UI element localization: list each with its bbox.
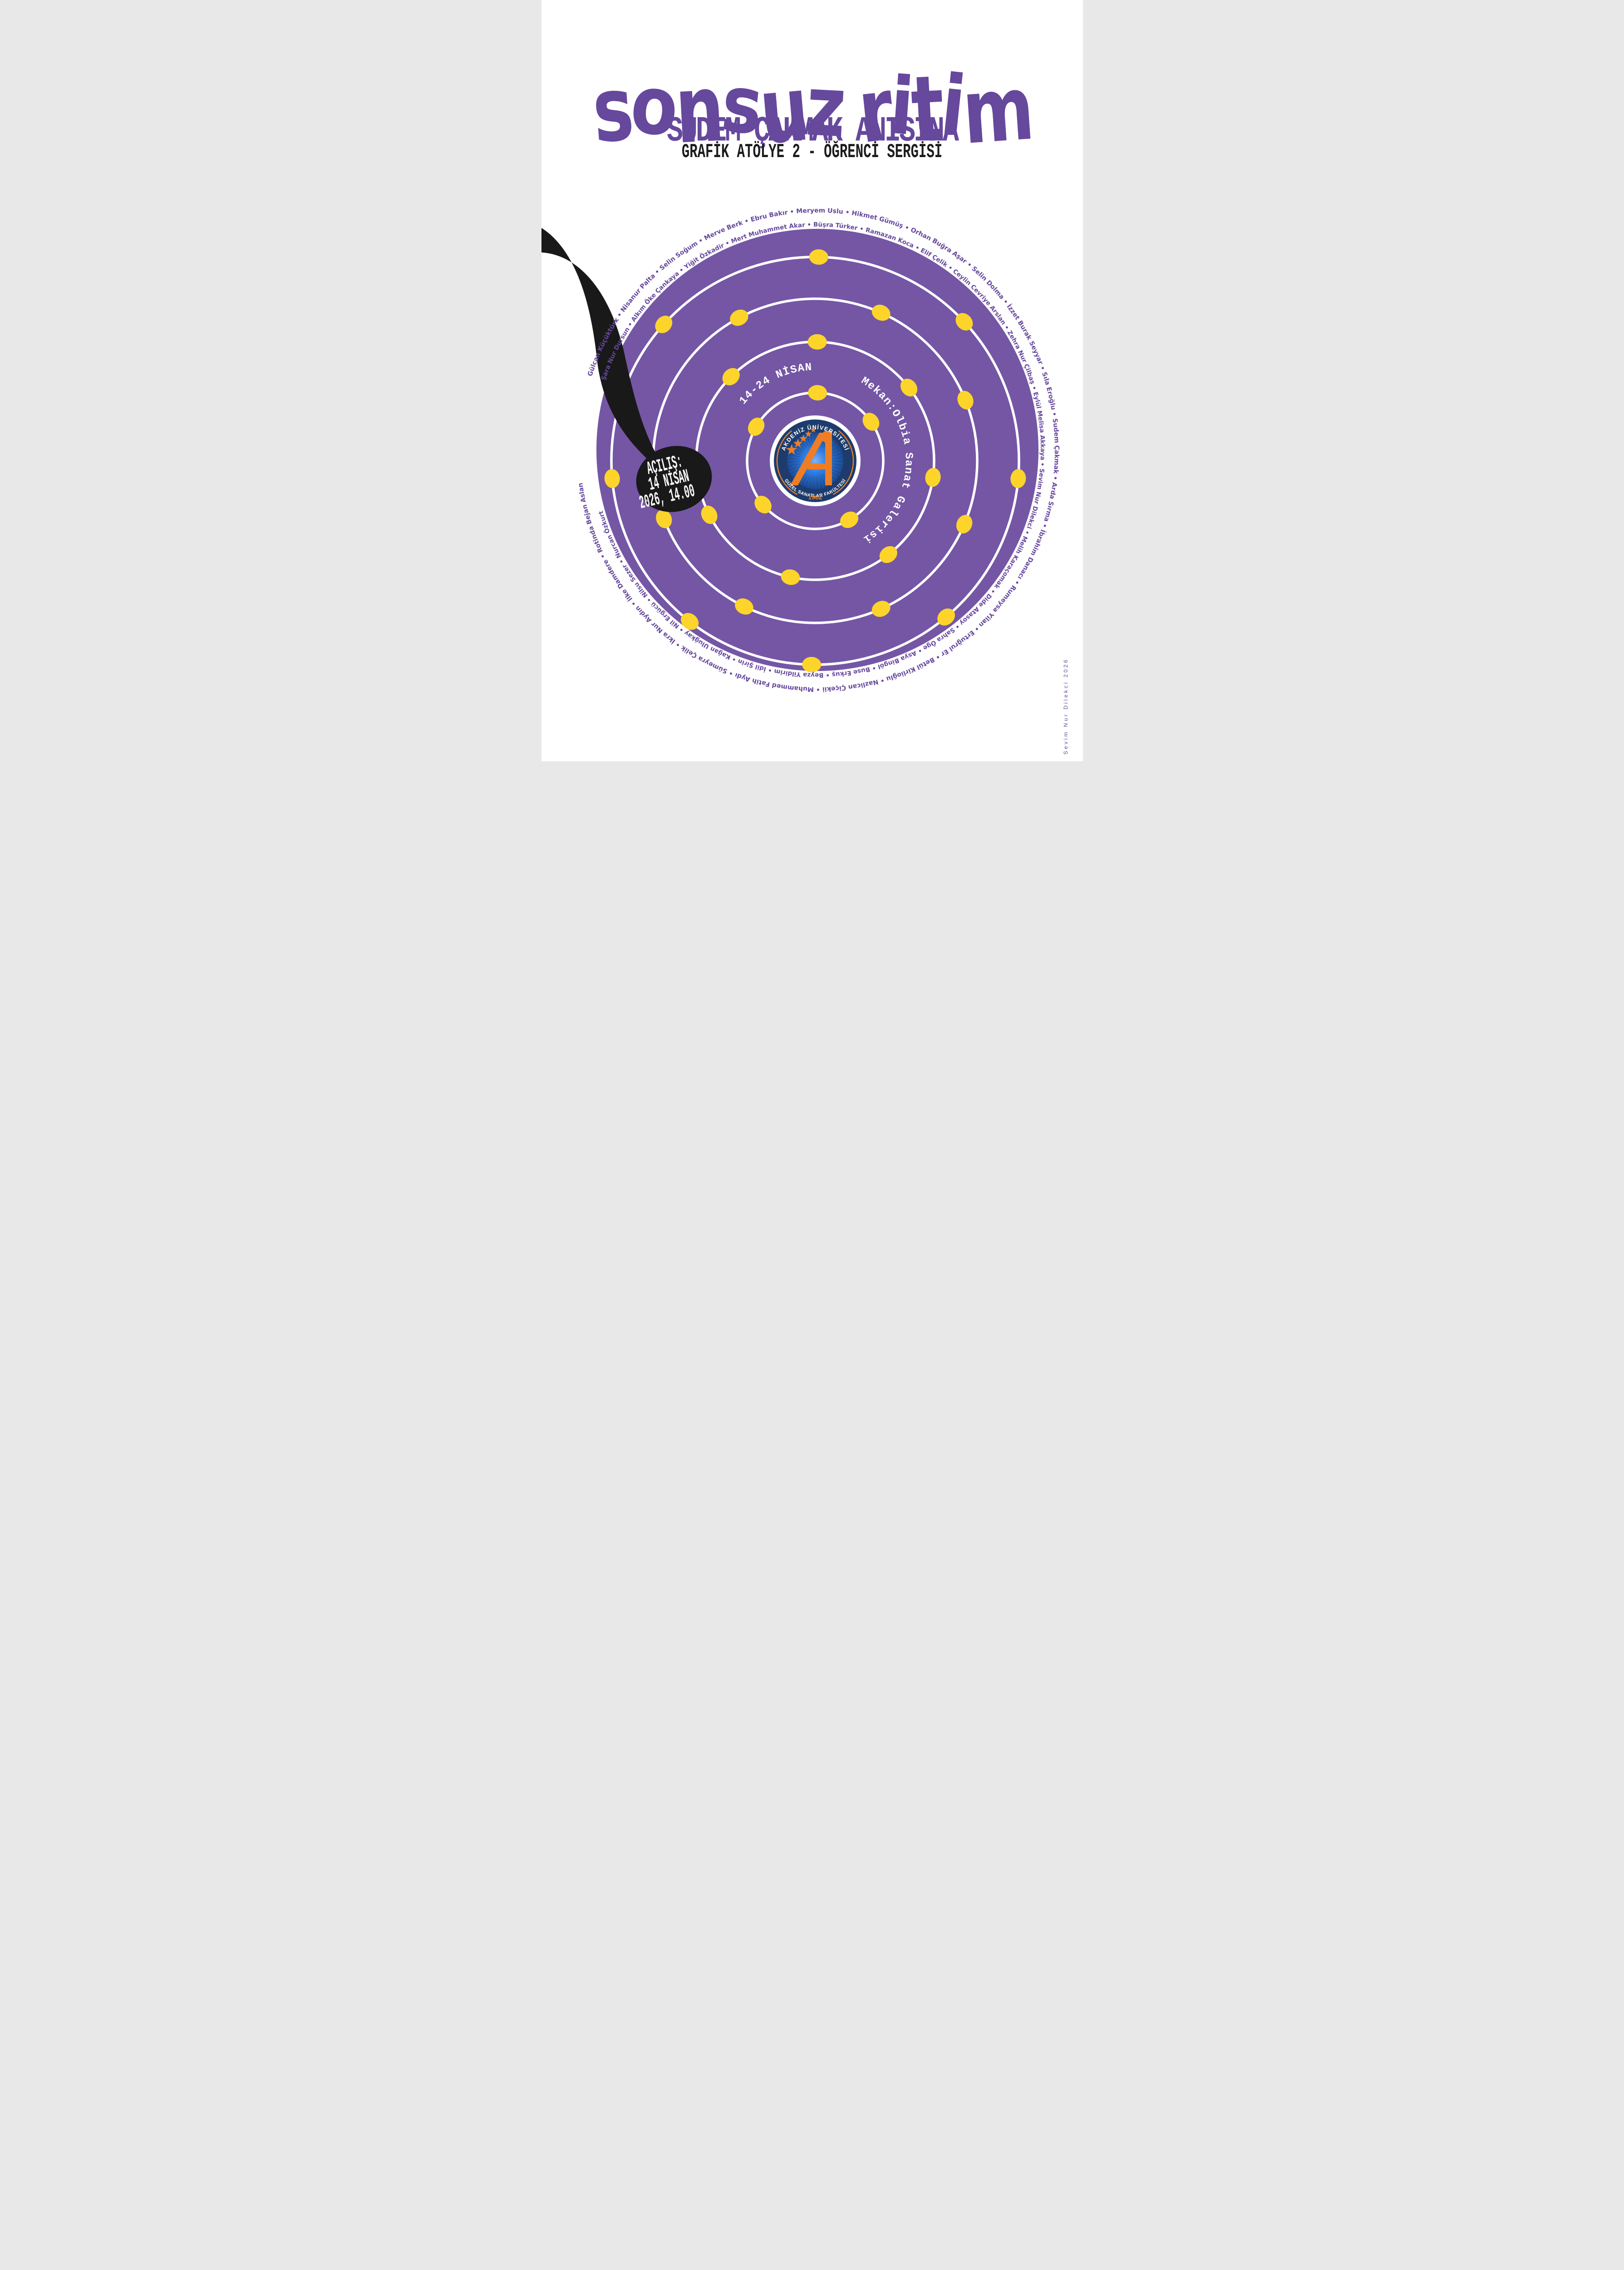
yellow-dot (729, 309, 748, 326)
yellow-dot (655, 316, 672, 333)
logo-orange-arc-right (832, 430, 854, 495)
yellow-dot (680, 613, 699, 630)
yellow-dot (957, 390, 974, 410)
yellow-dot (701, 505, 717, 524)
yellow-dot (840, 511, 858, 528)
yellow-dot (722, 368, 740, 385)
yellow-dot (748, 417, 764, 436)
needle-tail (541, 228, 669, 475)
logo-orange-arc-left (776, 430, 797, 495)
poster-page: sonsuz ritim SUDEM ÇAKMAK ANISINA GRAFİK… (541, 0, 1083, 761)
poster-artwork: 14-24 NİSAN Mekan:Olbia Sanat Galerisi A… (541, 207, 1060, 693)
yellow-dot (1010, 469, 1026, 489)
yellow-dot (807, 385, 827, 401)
yellow-dot (781, 569, 800, 585)
yellow-dot (809, 249, 828, 265)
yellow-dot (879, 546, 897, 563)
yellow-dot (956, 515, 972, 533)
university-logo: AKDENİZ ÜNİVERSİTESİ GÜZEL SANATLAR FAKÜ… (769, 415, 861, 506)
memorial-line: SUDEM ÇAKMAK ANISINA (666, 112, 959, 152)
yellow-dot (754, 495, 772, 513)
yellow-dot (900, 379, 917, 397)
star-icon (810, 427, 817, 433)
logo-stars (786, 427, 817, 455)
yellow-dot (955, 313, 973, 331)
yellow-dot (862, 413, 879, 431)
star-icon (793, 439, 802, 448)
star-icon (786, 444, 797, 455)
yellow-dot (871, 601, 891, 617)
yellow-dot (802, 656, 821, 672)
exhibition-subtitle: GRAFİK ATÖLYE 2 - ÖĞRENCİ SERGİSİ (681, 141, 943, 163)
yellow-dot (734, 598, 753, 615)
opening-bubble (636, 446, 712, 512)
yellow-dot (604, 469, 620, 489)
logo-year: 1982 (808, 493, 822, 501)
yellow-dot (925, 468, 941, 487)
star-icon (799, 434, 807, 442)
yellow-dot (655, 509, 672, 528)
yellow-dot (871, 305, 891, 321)
logo-a1-mark (790, 431, 832, 485)
logo-sunburst-rays (787, 433, 843, 489)
yellow-dot (937, 608, 955, 626)
yellow-dot (807, 334, 827, 350)
designer-credit: Sevim Nur Dilekci 2026 (1062, 658, 1069, 755)
star-icon (804, 430, 812, 437)
